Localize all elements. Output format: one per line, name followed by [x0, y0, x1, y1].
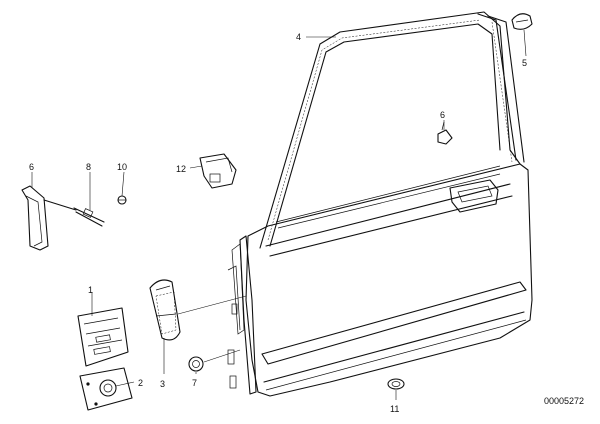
- part-6-rod-bracket: [21, 185, 77, 251]
- callout-5: 5: [522, 58, 527, 68]
- callout-3: 3: [160, 379, 165, 389]
- part-6-clip-upper: [437, 121, 453, 145]
- callout-4: 4: [296, 32, 301, 42]
- part-12-lock-bracket: [199, 153, 237, 189]
- part-1-bracket-plate: [77, 307, 129, 367]
- part-11-clip-lower: [387, 378, 405, 390]
- callout-1: 1: [88, 285, 93, 295]
- door-panel: [227, 11, 533, 397]
- callout-6-upper: 6: [440, 110, 445, 120]
- part-7-grommet: [188, 356, 204, 372]
- part-2-grommet-plate: [79, 367, 133, 411]
- callout-7: 7: [192, 378, 197, 388]
- callout-12: 12: [176, 164, 186, 174]
- part-10-screw: [117, 195, 127, 205]
- drawing-number: 00005272: [544, 396, 584, 406]
- part-8-rod: [73, 207, 105, 227]
- callout-11: 11: [390, 404, 399, 414]
- callout-6-left: 6: [29, 162, 34, 172]
- part-5-plug: [511, 13, 533, 30]
- callout-labels: 1 2 3 4 5 6 6 7 8 10 11 12 00005272: [29, 32, 584, 414]
- callout-10: 10: [117, 162, 127, 172]
- callout-2: 2: [138, 378, 143, 388]
- part-3-door-latch: [149, 279, 181, 341]
- leader-lines: [31, 29, 527, 400]
- callout-8: 8: [86, 162, 91, 172]
